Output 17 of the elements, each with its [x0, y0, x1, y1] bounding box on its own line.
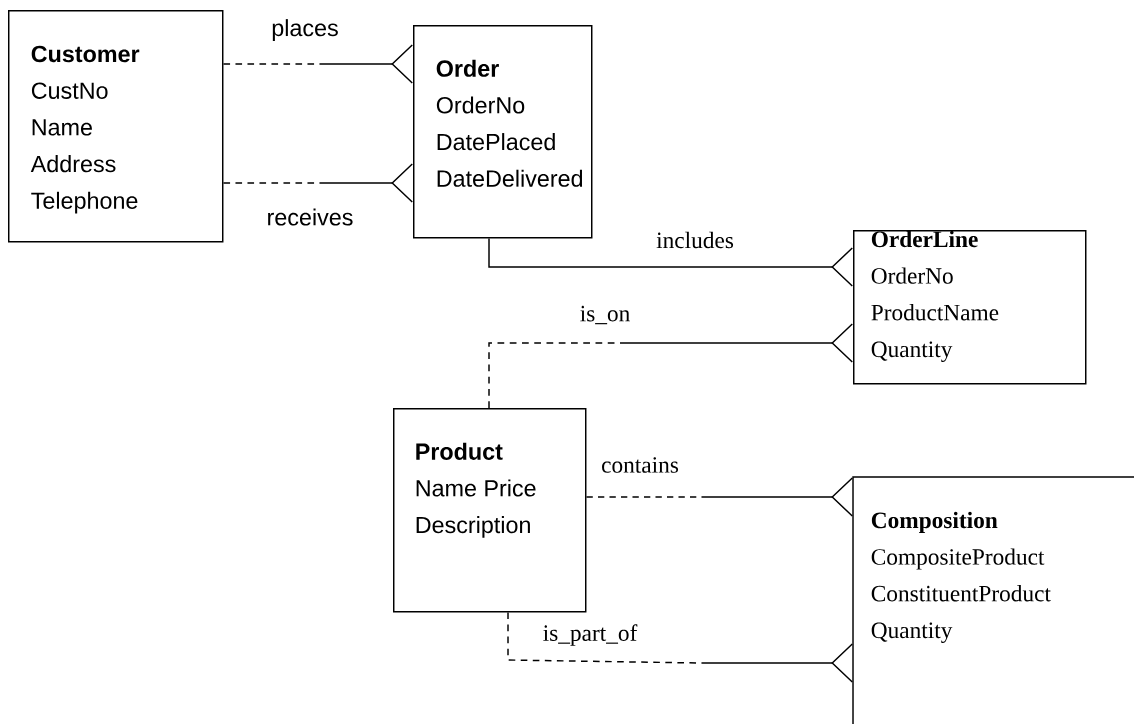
entity-box: Composition CompositeProduct ConstituentProduct Quantity	[852, 476, 1134, 724]
edge-label: receives	[265, 207, 355, 227]
edge-label: places	[269, 17, 341, 43]
entity-box: Customer CustNo Name Address Telephone	[8, 10, 224, 243]
edge-label: is_on	[578, 304, 632, 326]
edge-label: contains	[599, 455, 681, 475]
edge-label: includes	[654, 230, 736, 250]
entity-box: Order OrderNo DatePlaced DateDelivered	[413, 25, 593, 239]
entity-box: Product Name Price Description	[393, 408, 587, 613]
relationship-line	[585, 477, 853, 517]
relationship-line	[488, 237, 853, 287]
relationship-line	[222, 163, 413, 203]
entity-box: OrderLine OrderNo ProductName Quantity	[853, 230, 1087, 385]
edge-label: is_part_of	[541, 622, 639, 648]
relationship-line	[507, 611, 853, 683]
relationship-line	[488, 323, 853, 409]
relationship-line	[222, 44, 413, 84]
